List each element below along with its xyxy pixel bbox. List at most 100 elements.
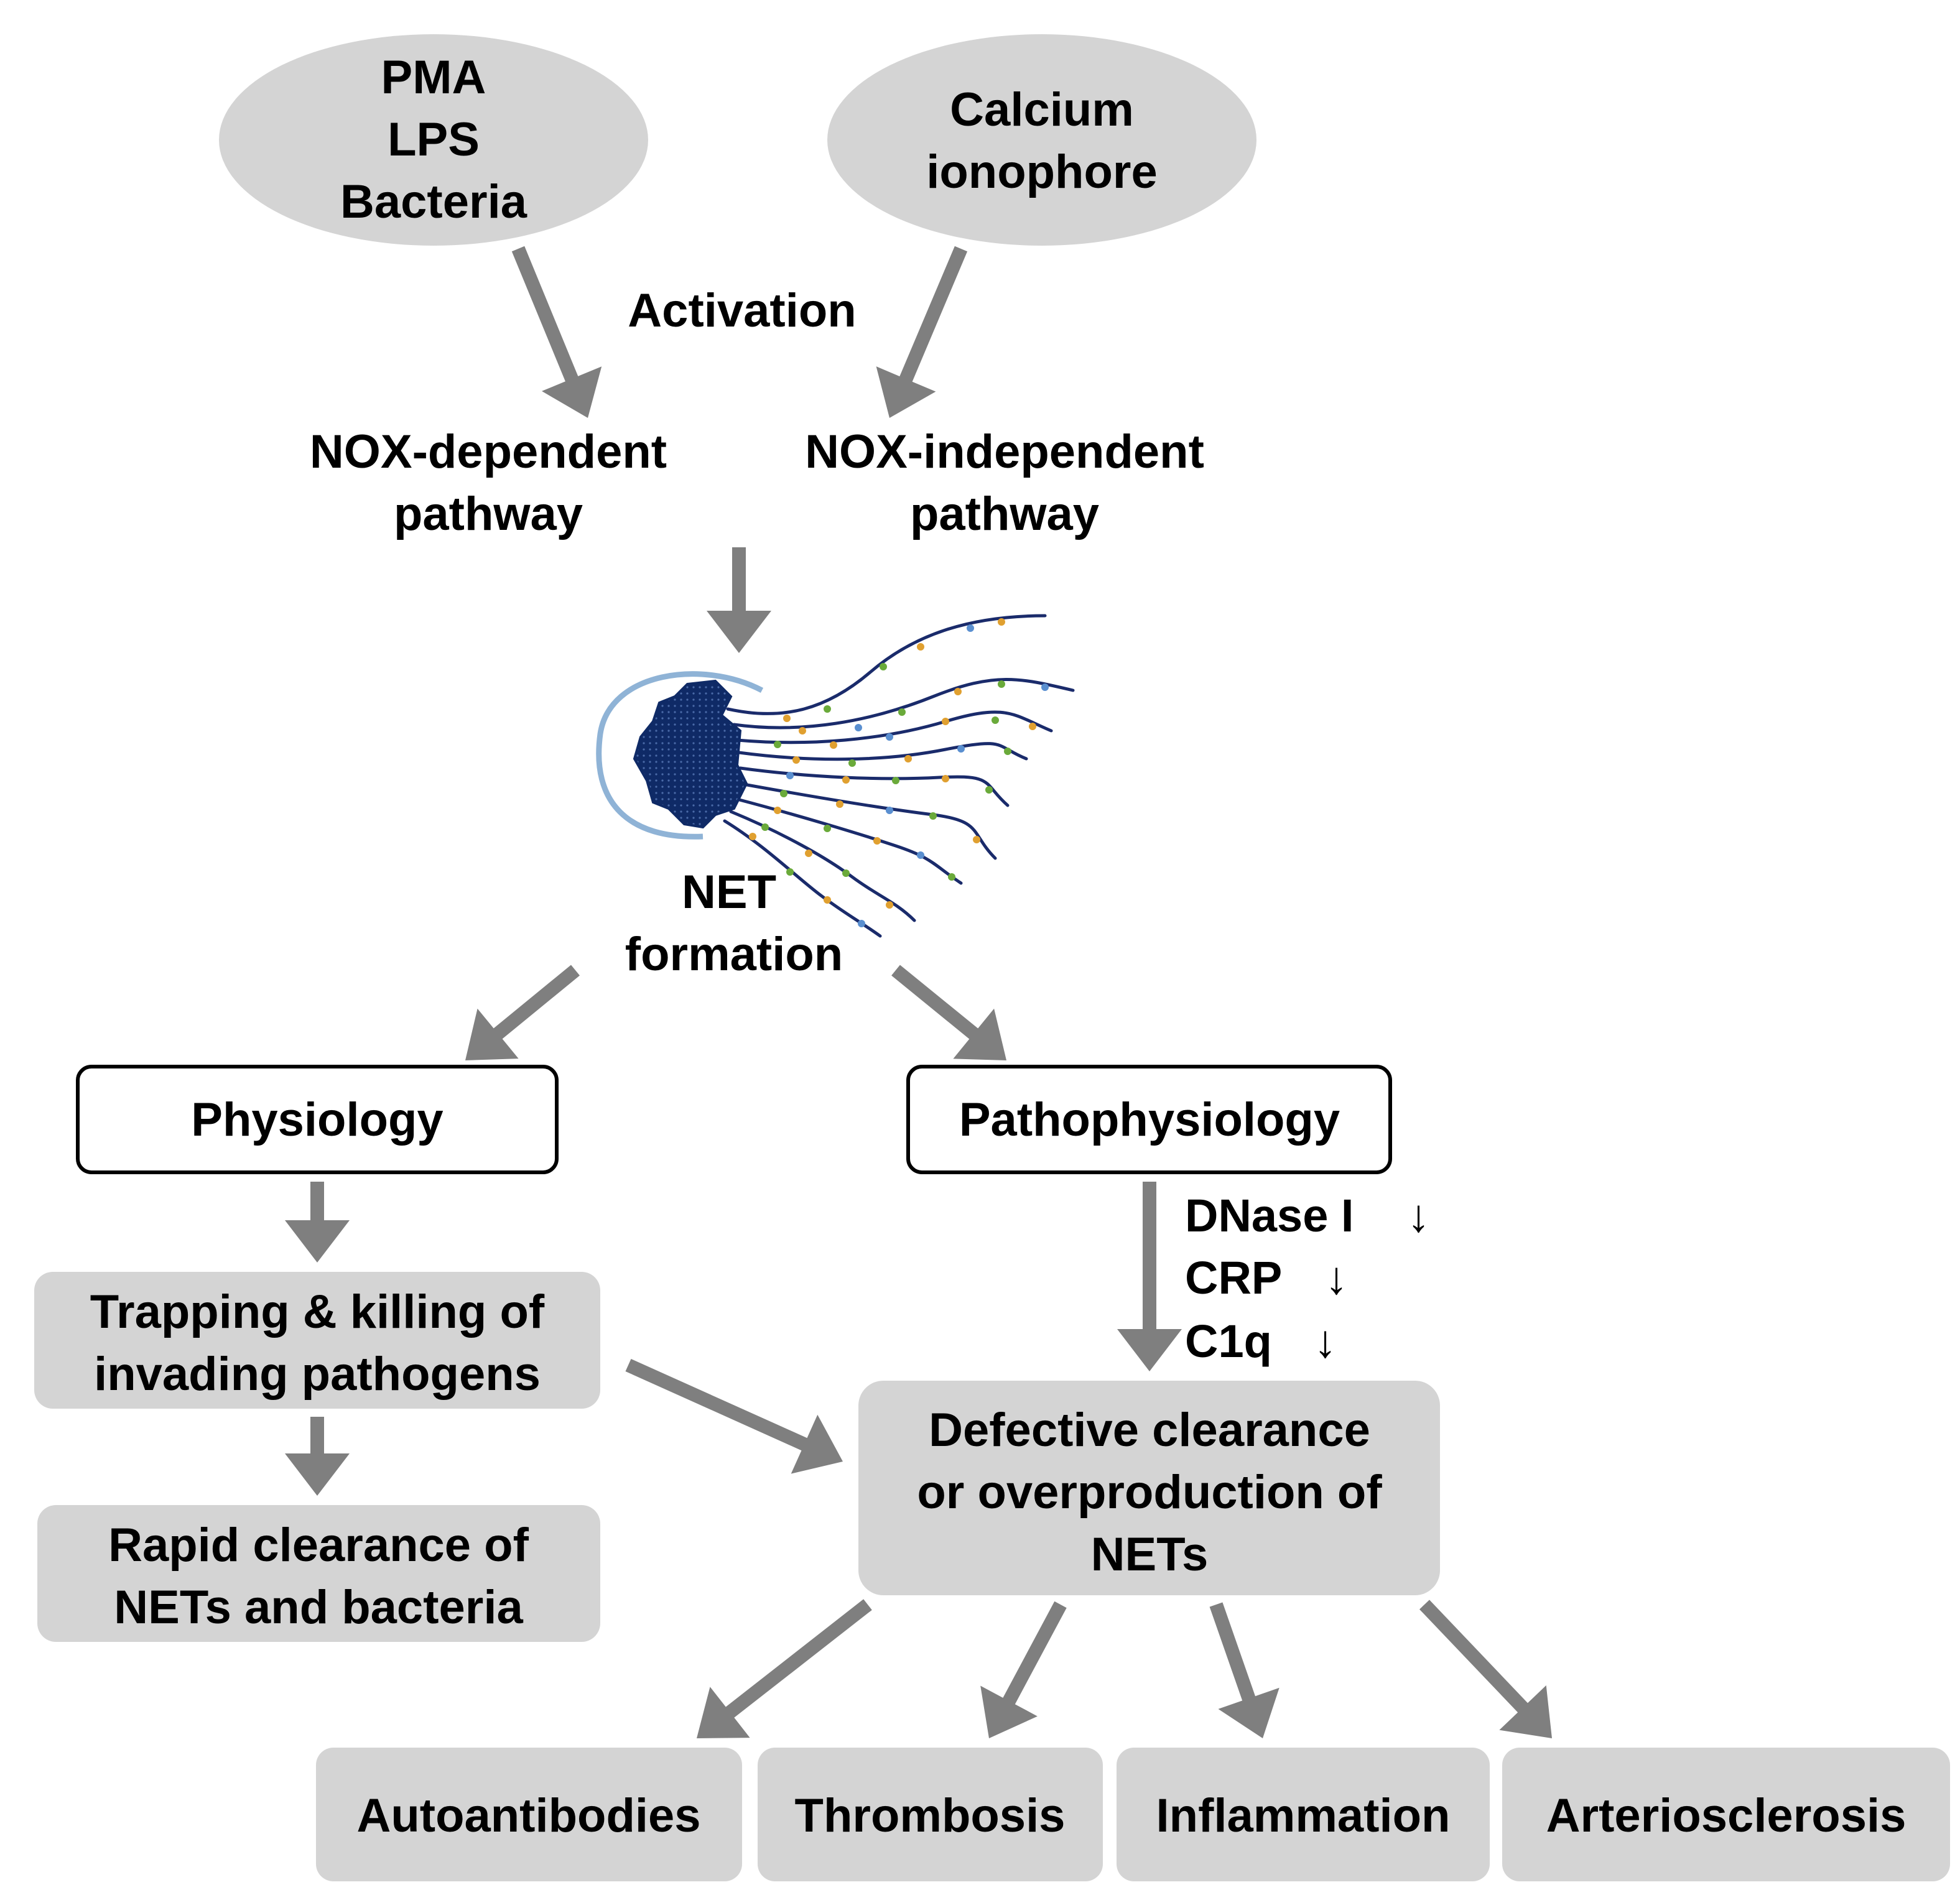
net-strand (729, 810, 916, 922)
net-granule (942, 718, 949, 725)
net-granule (892, 777, 899, 784)
arrow-pathways-to-net (707, 547, 771, 653)
net-label: NET (682, 866, 776, 919)
arrow-pathophysiology-to-defective (1117, 1182, 1182, 1371)
net-granule (858, 920, 865, 927)
net-granule (842, 776, 850, 784)
net-granule (824, 825, 831, 832)
arrow-physiology-to-trapping (285, 1182, 350, 1263)
net-granule (805, 850, 812, 857)
factor-c1q: C1q ↓ (1185, 1315, 1337, 1367)
net-granules (749, 618, 1049, 927)
trapping-box (34, 1272, 600, 1409)
net-granule (998, 618, 1005, 626)
net-granule (855, 724, 862, 731)
defective-line-2: or overproduction of (917, 1466, 1382, 1519)
net-granule (799, 727, 806, 735)
clearance-line-1: Rapid clearance of (108, 1519, 529, 1572)
pathophysiology-label: Pathophysiology (959, 1093, 1340, 1146)
stimulus-ionophore: ionophore (926, 146, 1158, 198)
net-granule (774, 807, 781, 814)
net-granule (957, 745, 965, 753)
net-strand (726, 614, 1047, 715)
net-granule (774, 741, 781, 748)
net-halo (596, 671, 764, 840)
net-granule (929, 812, 937, 820)
nox-independent-label: NOX-independent (805, 425, 1204, 478)
net-granule (948, 873, 955, 881)
net-strand (735, 797, 963, 885)
net-granule (992, 716, 999, 724)
net-granule (836, 800, 843, 808)
factor-crp: CRP ↓ (1185, 1252, 1348, 1304)
factor-crp-name: CRP (1185, 1252, 1281, 1304)
net-granule (1041, 684, 1049, 691)
nox-dependent-pathway-label: pathway (394, 488, 583, 540)
formation-label: formation (625, 928, 843, 981)
nox-dependent-label: NOX-dependent (310, 425, 667, 478)
factor-crp-arrow: ↓ (1325, 1252, 1348, 1304)
arrow-net-to-physiology (465, 965, 580, 1060)
defective-line-1: Defective clearance (929, 1404, 1370, 1457)
net-granule (786, 868, 794, 876)
net-granule (886, 901, 893, 909)
physiology-label: Physiology (191, 1093, 443, 1146)
net-strand (738, 766, 1010, 807)
clearance-line-2: NETs and bacteria (114, 1581, 523, 1634)
net-granule (967, 624, 974, 632)
net-granule (886, 733, 893, 741)
net-granule (917, 643, 924, 651)
outcome-arteriosclerosis: Arteriosclerosis (1546, 1789, 1907, 1842)
outcome-inflammation: Inflammation (1156, 1789, 1451, 1842)
stimulus-bacteria: Bacteria (340, 175, 527, 228)
net-granule (783, 715, 791, 722)
net-granule (842, 869, 850, 877)
net-granule (749, 833, 756, 840)
net-granule (917, 851, 924, 859)
net-granule (824, 896, 831, 904)
arrow-defective-to-arteriosclerosis (1419, 1600, 1552, 1738)
arrows-layer (285, 246, 1552, 1738)
net-granule (904, 755, 912, 762)
net-granule (761, 823, 769, 831)
factor-c1q-name: C1q (1185, 1315, 1272, 1367)
trapping-line-1: Trapping & killing of (90, 1286, 545, 1338)
physiology-box (76, 1065, 559, 1174)
pathophysiology-box (906, 1065, 1392, 1174)
net-granule (830, 741, 837, 749)
net-strand (732, 678, 1075, 730)
outcome-box-arteriosclerosis (1502, 1748, 1950, 1881)
arrow-defective-to-autoantibodies (697, 1599, 872, 1738)
net-granule (898, 708, 906, 716)
stimulus-ellipse-right (827, 34, 1256, 246)
net-strand (738, 782, 997, 860)
net-granule (973, 836, 980, 843)
arrow-right-stimulus-to-nox-independent (876, 246, 968, 418)
stimulus-ellipse-left (219, 34, 648, 246)
net-granule (848, 759, 856, 767)
arrow-trapping-to-defective (625, 1359, 843, 1474)
factor-dnase-arrow: ↓ (1407, 1190, 1430, 1241)
defective-line-3: NETs (1091, 1528, 1209, 1581)
stimulus-calcium: Calcium (950, 83, 1134, 136)
factor-dnase: DNase I ↓ (1185, 1190, 1430, 1241)
net-granule (824, 705, 831, 713)
arrow-defective-to-thrombosis (980, 1601, 1067, 1738)
arrow-left-stimulus-to-nox-dependent (511, 246, 602, 418)
net-granule (780, 790, 787, 797)
arrow-defective-to-inflammation (1209, 1602, 1280, 1738)
net-strand (735, 710, 1053, 744)
defective-box (858, 1381, 1440, 1595)
outcome-autoantibodies: Autoantibodies (356, 1789, 700, 1842)
net-granule (1029, 723, 1036, 730)
stimulus-pma: PMA (381, 51, 486, 104)
net-strands (723, 614, 1075, 938)
net-granule (880, 663, 887, 670)
net-granule (886, 807, 893, 814)
net-granule (985, 786, 993, 794)
net-granule (786, 772, 794, 779)
trapping-line-2: invading pathogens (94, 1348, 541, 1401)
outcome-thrombosis: Thrombosis (795, 1789, 1066, 1842)
clearance-box (37, 1505, 600, 1642)
